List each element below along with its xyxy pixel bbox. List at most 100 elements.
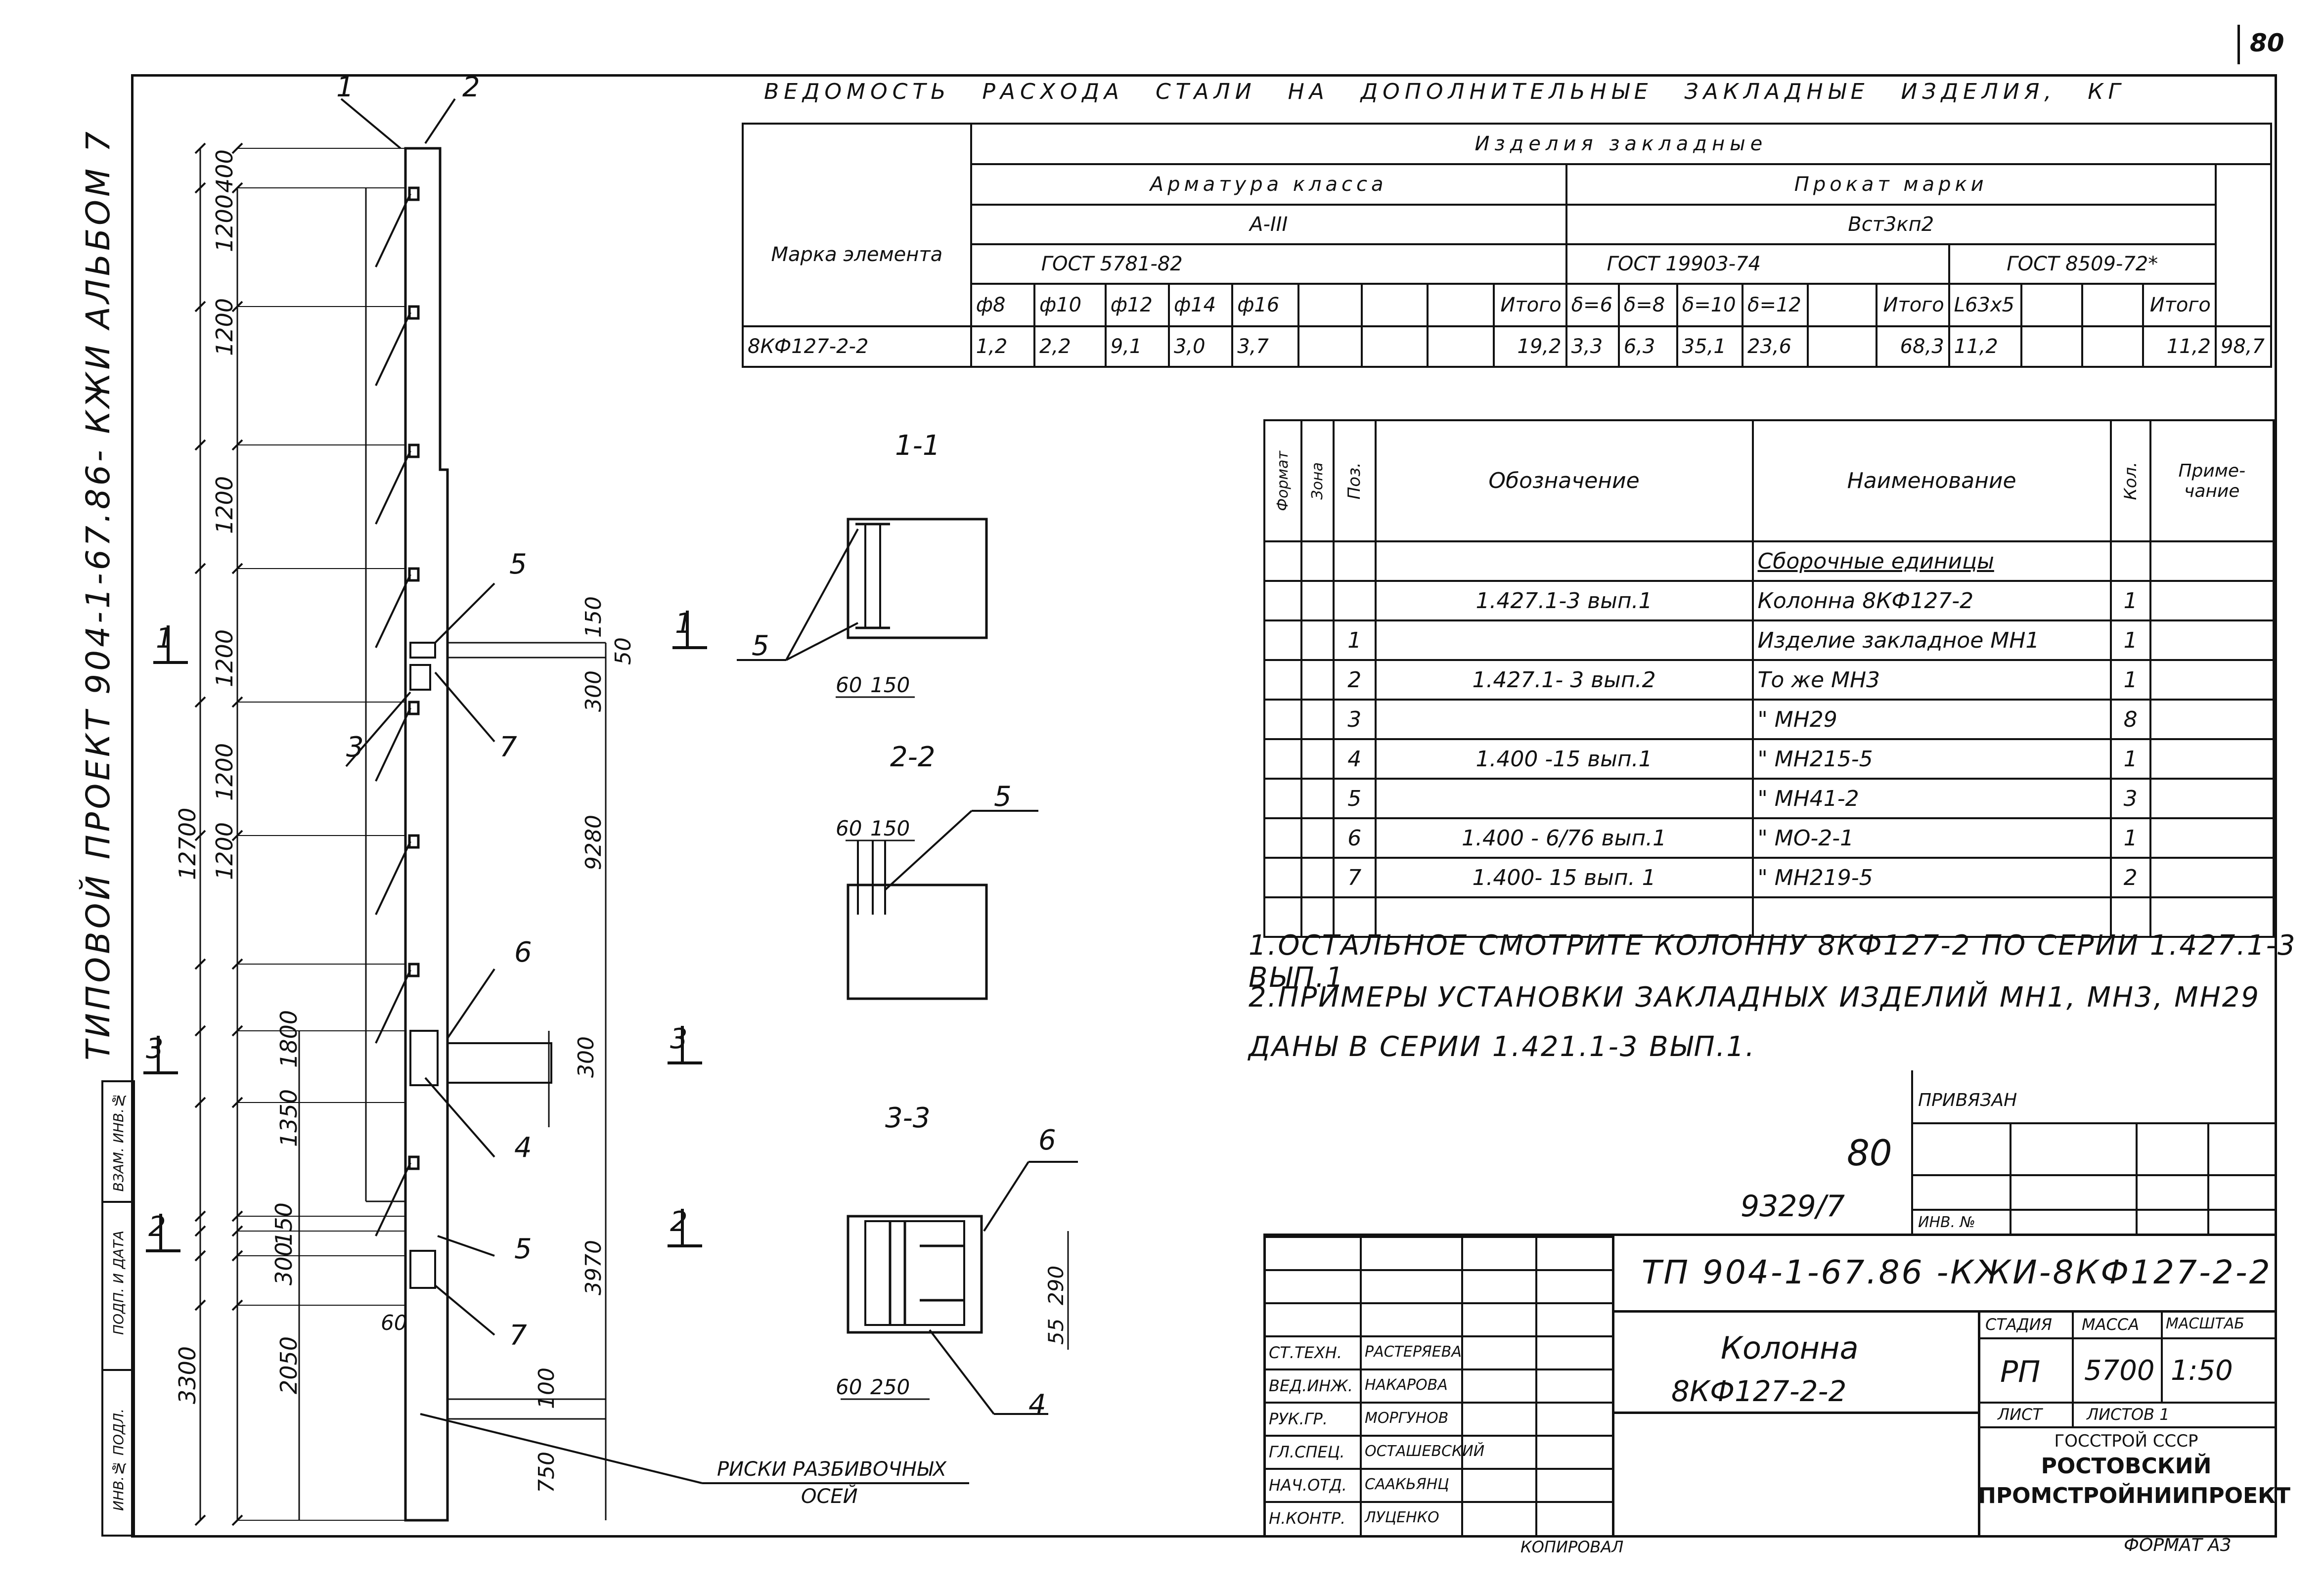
leader-label: 6 (514, 936, 532, 969)
embed-mark (408, 834, 420, 849)
signer-name: Моргунов (1365, 1410, 1449, 1427)
header-rolled: Прокат марки (1565, 163, 2217, 206)
copied-by: Копировал (1520, 1538, 1624, 1556)
spec-qty: 1 (2109, 817, 2151, 859)
signer-role: Рук.гр. (1269, 1410, 1328, 1428)
section-title: 2-2 (890, 741, 935, 773)
page-number-tick (2237, 25, 2240, 64)
mass-label: Масса (2082, 1315, 2140, 1334)
signer-role: Н.контр. (1269, 1509, 1346, 1528)
spec-zone (1300, 896, 1335, 938)
spec-note (2149, 580, 2275, 621)
cell (1360, 325, 1429, 368)
col-header (2020, 283, 2083, 327)
scale-value: 1:50 (2171, 1355, 2233, 1387)
spec-pos: 1 (1332, 619, 1377, 661)
spec-table: Формат Зона Поз. Обозначение Наименовани… (1263, 419, 2275, 938)
spec-qty: 1 (2109, 738, 2151, 780)
dim-tick (194, 439, 206, 451)
section-dim: 60 (836, 816, 862, 840)
cell (1297, 325, 1363, 368)
order-number: 9329/7 (1741, 1189, 1845, 1224)
privyazan-label: Привязан (1918, 1090, 2017, 1110)
embed-mark (408, 443, 420, 458)
spec-h-note: Приме-чание (2149, 419, 2275, 542)
col-header: δ=8 (1617, 283, 1678, 327)
format-label: Формат А3 (2124, 1535, 2232, 1555)
cell: 9,1 (1104, 325, 1170, 368)
col-header (1807, 283, 1877, 327)
leader-label: 1 (336, 71, 354, 103)
cell: 19,2 (1492, 325, 1567, 368)
header-mark: Марка элемента (742, 123, 972, 327)
dim-left: 1200 (211, 298, 238, 356)
dim-left: 1200 (211, 822, 238, 880)
dim-left: 1200 (211, 194, 238, 252)
dim-right: 50 (611, 637, 636, 665)
spec-qty: 2 (2109, 857, 2151, 898)
scale-label: Масштаб (2166, 1315, 2244, 1332)
dim-total: 12700 (174, 808, 201, 880)
spec-qty: 1 (2109, 580, 2151, 621)
dim-right: 150 (581, 596, 606, 638)
leader-label: 5 (509, 548, 527, 580)
col-header: Итого (1875, 283, 1950, 327)
signer-role: Ст.техн. (1269, 1343, 1342, 1362)
spec-zone (1300, 659, 1335, 701)
cell: 98,7 (2214, 325, 2273, 368)
section-leader: 6 (1038, 1124, 1056, 1156)
cell: 3,3 (1565, 325, 1620, 368)
spec-designation: 1.427.1- 3 вып.2 (1374, 659, 1754, 701)
dim-left: 1800 (275, 1010, 302, 1068)
cell (2020, 325, 2083, 368)
mass-value: 5700 (2084, 1355, 2155, 1387)
spec-row: Сборочные единицы (1263, 540, 2275, 582)
dim-tick (194, 563, 206, 574)
privyazan-block: Привязан Инв. № (1911, 1070, 2277, 1234)
title-code: ТП 904-1-67.86 -КЖИ-8КФ127-2-2 (1642, 1253, 2272, 1291)
spec-name: " МО-2-1 (1751, 817, 2112, 859)
section-dim: 55 (1044, 1319, 1068, 1345)
spec-name: " МН29 (1751, 699, 2112, 740)
col-header: Итого (2142, 283, 2217, 327)
spec-note (2149, 817, 2275, 859)
spec-format (1263, 896, 1302, 938)
spec-pos: 6 (1332, 817, 1377, 859)
bar-leader (375, 312, 411, 386)
dim-tick (194, 830, 206, 841)
section-dim: 290 (1044, 1266, 1068, 1305)
cell: 3,7 (1231, 325, 1299, 368)
spec-note (2149, 896, 2275, 938)
spec-pos (1332, 896, 1377, 938)
dim-right: 9280 (581, 815, 606, 870)
section-leader: 4 (1028, 1389, 1046, 1421)
cell: 3,0 (1167, 325, 1234, 368)
section-mark: 1 (156, 622, 174, 655)
spec-h-designation: Обозначение (1374, 419, 1754, 542)
spec-designation (1374, 778, 1754, 819)
spec-name: Сборочные единицы (1751, 540, 2112, 582)
dim-tick (194, 301, 206, 312)
cell (1427, 325, 1495, 368)
spec-zone (1300, 619, 1335, 661)
spec-zone (1300, 699, 1335, 740)
dim-right: 300 (574, 1036, 599, 1078)
dim-right: 300 (581, 670, 606, 712)
spec-note (2149, 857, 2275, 898)
cell (1807, 325, 1877, 368)
spec-format (1263, 619, 1302, 661)
section-mark: 3 (670, 1023, 688, 1055)
spec-name: " МН215-5 (1751, 738, 2112, 780)
dim-left: 1350 (275, 1089, 302, 1147)
dim-tick (194, 1225, 206, 1237)
stage-value: РП (2000, 1355, 2041, 1389)
spec-zone (1300, 580, 1335, 621)
section-mark: 1 (675, 608, 693, 640)
dim-tick (194, 1097, 206, 1108)
header-rebar: Арматура класса (970, 163, 1567, 206)
bar-leader (375, 707, 411, 782)
